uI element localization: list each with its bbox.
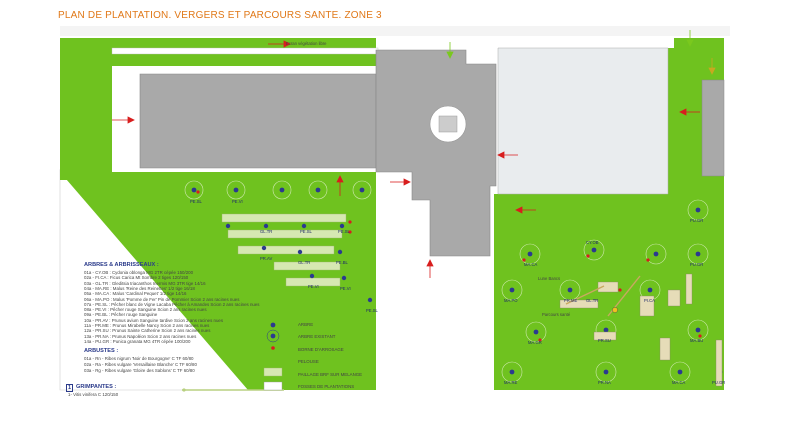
tree-code-label: MA.CA: [524, 262, 538, 267]
legend-tree-entry: 09a - PE.BL : Pêcher rouge Sanguine: [84, 312, 158, 318]
legend-symbol-entry: ARBRE EXISTANT: [298, 334, 336, 340]
tree-code-label: MA.CA: [672, 380, 686, 385]
tree-code-label: PE.VI: [340, 286, 351, 291]
legend-symbol-entry: PAILLAGE BRF SUR MELANGE: [298, 371, 363, 377]
tree-code-label: MA.PO: [504, 298, 518, 303]
legend-shrub-entry: 02a - Ra - Ribes vulgare 'Versaillaise B…: [84, 362, 197, 368]
tree-code-label: CY.OB: [586, 240, 599, 245]
legend-tree-entry: 14a - PU.GR : Punica granata MG 4TR cépé…: [84, 338, 191, 344]
building-center: [375, 49, 497, 257]
legend-symbol-entry: ARBRE: [298, 322, 314, 327]
tree-code-label: PE.VI: [308, 284, 319, 289]
legend-climber-entry: 1- Vitis vinifera C 120/150: [68, 392, 119, 397]
legend-tree-entry: 01a - CY.OB : Cydonia oblonga MG 2TR cép…: [84, 270, 194, 275]
plaza-dotted: [497, 47, 669, 195]
lawn-left: [60, 172, 376, 390]
tree-code-label: PE.VI: [232, 199, 243, 204]
tree-code-label: MA.RE: [504, 380, 518, 385]
legend-tree-entry: 04a - MA.RE : Malus 'Reine des Reinettes…: [84, 285, 195, 291]
tree-halos: [184, 180, 709, 383]
legend-tree-entry: 02a - FI.CA : Ficus Carica Mt Sombre 2 t…: [84, 275, 189, 281]
tree-code-label: PR.ME: [564, 298, 578, 303]
tree-code-label: PU.GR: [690, 218, 704, 223]
vegetation-label: Ecran végétation libre: [286, 41, 327, 46]
green-arrows: [446, 30, 694, 59]
legend-tree-entry: 06a - MA.PO : Malus 'Pomme de Fer' Pin d…: [84, 296, 240, 302]
legend-climbers-header: GRIMPANTES :: [76, 384, 117, 390]
tree-code-label: MA.BU: [690, 338, 704, 343]
fitness-sign: [612, 307, 618, 313]
tree-code-label: PE.SL: [338, 229, 350, 234]
tree-code-label: PE.SL: [366, 308, 378, 313]
lawn-left-col: [60, 38, 112, 180]
legend-symbol-entry: FOSSES DE PLANTATIONS: [298, 384, 355, 389]
legend-tree-entry: 10a - PR.AV : Prunus avium Sanguine tard…: [84, 317, 224, 323]
building-left: [139, 73, 377, 169]
tree-code-label: PR.AV: [260, 256, 273, 261]
tree-code-label: GL.TR: [298, 260, 311, 265]
legend-symbol-entry: BORNE D'ARROSAGE: [298, 346, 344, 352]
yellow-arrows: [708, 58, 716, 75]
fitness-elements: [559, 273, 723, 387]
legend-shrubs-header: ARBUSTES :: [84, 348, 119, 354]
bench-label: Lune Bancs: [538, 276, 561, 281]
legend-symbol-entry: PELOUSE: [298, 359, 319, 365]
tree-code-label: PR.NA: [598, 380, 611, 385]
legend-tree-entry: 05a - MA.CA : Malus 'Cardinal Pequet' 1/…: [84, 291, 187, 297]
trees-left: [191, 187, 373, 303]
hatch-top-right: [496, 38, 674, 48]
legend-trees-header: ARBRES & ARBRISSEAUX :: [84, 262, 159, 268]
symbol-swatches: [263, 322, 283, 391]
legend-shrub-entry: 03a - Rg - Ribes vulgare 'Gloire des Sab…: [84, 368, 195, 374]
fitness-label: Parcours santé: [542, 312, 571, 317]
tree-code-label: PE.SL: [300, 229, 312, 234]
tree-code-label: MA.GR: [528, 340, 542, 345]
building-right-edge: [701, 79, 725, 177]
roundabout-core: [438, 115, 458, 133]
tree-code-label: PU.GR: [712, 380, 726, 385]
tree-code-label: PU.GR: [690, 262, 704, 267]
hatch-band: [111, 47, 379, 55]
legend-tree-entry: 11a - PR.ME : Prunus Mirabelle Nancy Sci…: [84, 323, 210, 328]
tree-code-label: PE.SL: [190, 199, 202, 204]
legend-tree-entry: 07a - PE.SL : Pêcher blanc de Vigne Laca…: [84, 301, 260, 307]
legend-tree-entry: 03a - GL.TR : Gleditsia triacanthos Iner…: [84, 280, 206, 286]
legend-climbers-index: 1: [66, 384, 74, 392]
legend-tree-entry: 12a - PR.SU : Prunus Sainte Catherine Sc…: [84, 328, 211, 334]
tree-code-label: PR.SU: [598, 338, 611, 343]
legend-tree-entry: 08a - PE.VI : Pêcher rouge Sanguine Scio…: [84, 307, 207, 313]
access-arrows: [112, 40, 700, 278]
tree-code-label: PE.BL: [336, 260, 348, 265]
irrigation-points: [196, 190, 702, 342]
legend-shrub-entry: 01a - Rn - Ribes nigrum 'Noir de Bourgog…: [84, 356, 194, 361]
plan-title: PLAN DE PLANTATION. VERGERS ET PARCOURS …: [58, 10, 382, 21]
tree-code-label: PI.CA: [644, 298, 655, 303]
legend-tree-entry: 13a - PR.NA : Prunus Napoléon Scion 2 an…: [84, 333, 197, 339]
street-area: [60, 26, 730, 36]
tree-code-label: GL.TR: [260, 229, 273, 234]
hedge-rows: [221, 213, 347, 287]
tree-code-label: GL.TR: [586, 298, 599, 303]
